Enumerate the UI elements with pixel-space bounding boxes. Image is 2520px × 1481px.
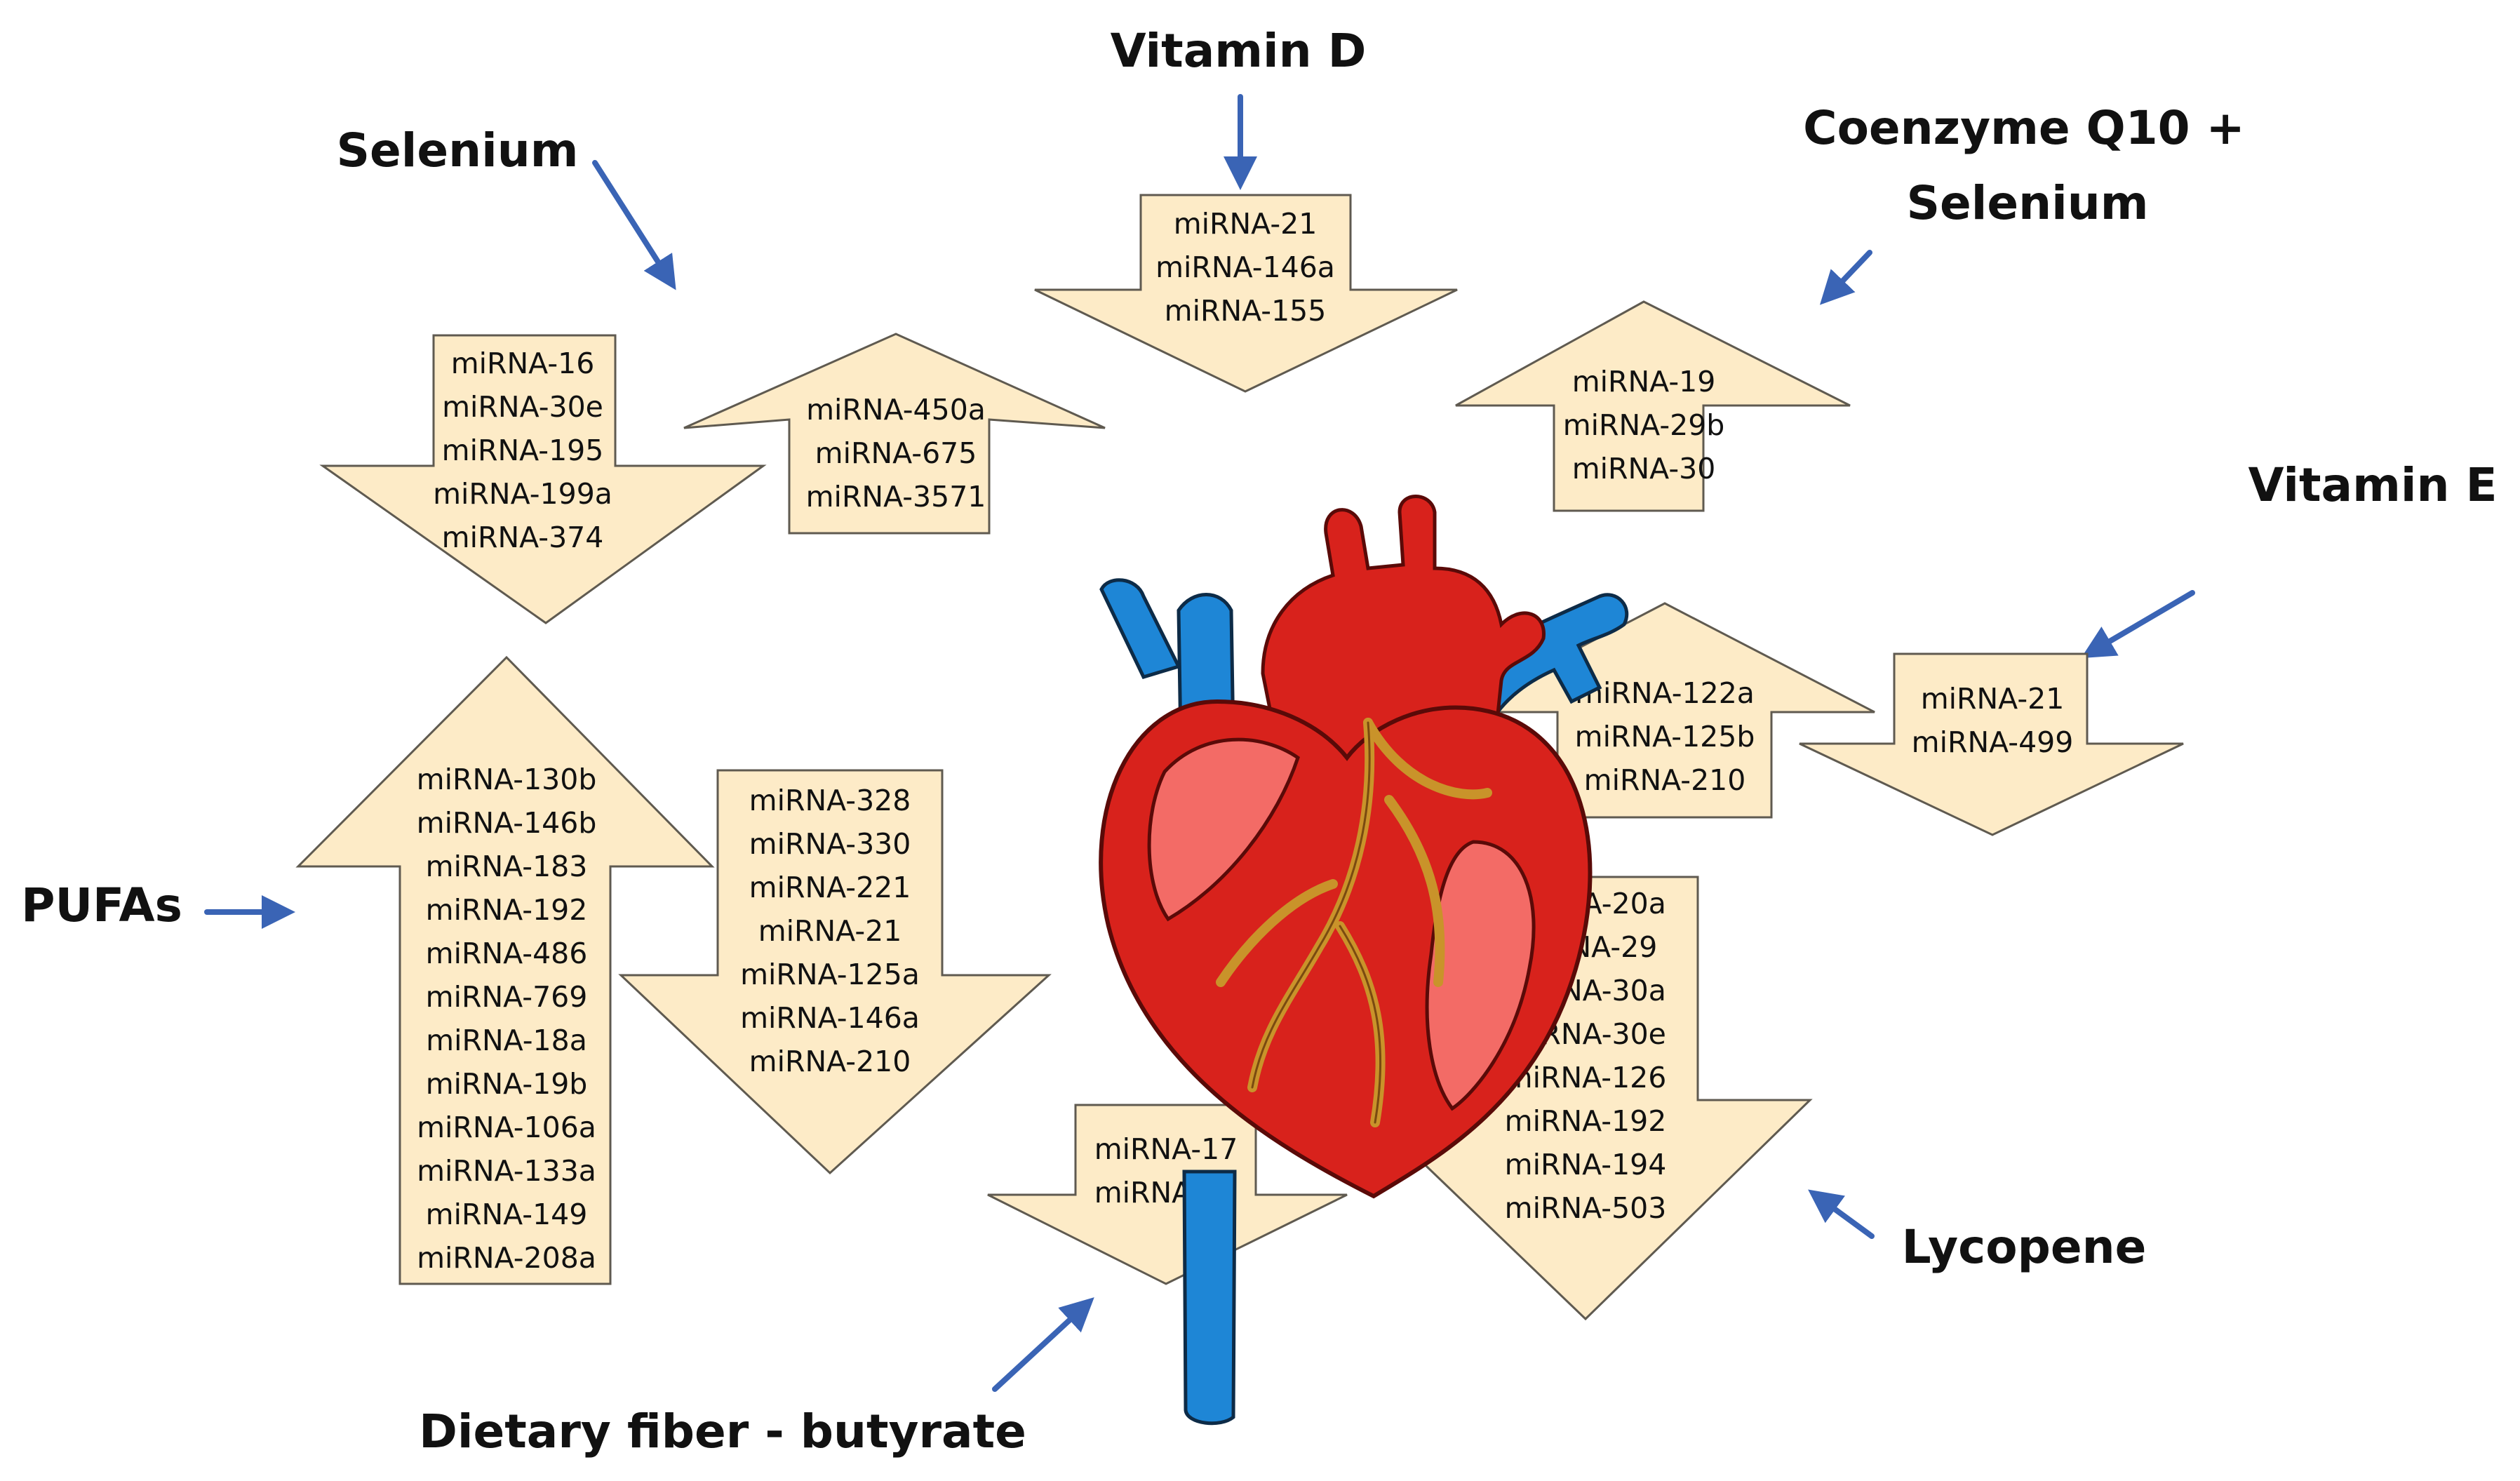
mirna-label: miRNA-192 [1505, 1104, 1667, 1138]
mirna-label: miRNA-503 [1505, 1191, 1667, 1225]
mirna-label: miRNA-199a [433, 477, 612, 511]
mirna-label: miRNA-149 [426, 1198, 588, 1231]
mirna-label: miRNA-30 [1572, 452, 1716, 485]
label-dietary-fiber: Dietary fiber - butyrate [419, 1405, 1026, 1459]
mirna-label: miRNA-21 [1921, 682, 2065, 716]
arrow-vite-down-down-shape [1799, 652, 2184, 836]
pointer-coq10 [1819, 250, 1872, 305]
mirna-label: miRNA-146a [1155, 250, 1335, 284]
mirna-label: miRNA-19b [426, 1067, 588, 1101]
mirna-label: miRNA-208a [417, 1241, 596, 1275]
arrow-vite-down: miRNA-21 miRNA-499 [1799, 652, 2184, 836]
label-coq10-line2: Selenium [1906, 176, 2148, 230]
arrow-pufa-up: miRNA-130b miRNA-146b miRNA-183 miRNA-192 mi… [295, 655, 715, 1285]
label-lycopene: Lycopene [1902, 1220, 2147, 1274]
label-vitamin-e: Vitamin E [2248, 458, 2497, 512]
mirna-label: miRNA-16 [451, 347, 595, 380]
heart-vena-cava-lower [1182, 1170, 1237, 1426]
arrow-pufa-down: miRNA-328 miRNA-330 miRNA-221 miRNA-21 miRNA… [618, 769, 1052, 1175]
mirna-label: miRNA-194 [1505, 1148, 1667, 1181]
pointer-arrows [204, 94, 2195, 1392]
heart-atrium-highlight [1147, 737, 1300, 922]
mirna-label: miRNA-183 [426, 850, 588, 883]
mirna-label: miRNA-21 [758, 914, 902, 948]
mirna-label: miRNA-18a [426, 1024, 587, 1057]
arrow-pufa-down-down-shape [618, 769, 1052, 1175]
mirna-label: miRNA-328 [749, 784, 911, 817]
mirna-label: miRNA-450a [806, 393, 986, 427]
mirna-label: miRNA-675 [815, 436, 977, 470]
mirna-label: miRNA-486 [426, 937, 588, 970]
mirna-label: miRNA-130b [417, 763, 597, 796]
arrow-sel-up: miRNA-450a miRNA-675 miRNA-3571 [683, 333, 1106, 535]
mirna-label: miRNA-210 [1584, 763, 1746, 797]
mirna-label: miRNA-192 [426, 893, 588, 927]
heart-icon [1099, 495, 1629, 1426]
pointer-dietary-fiber [992, 1297, 1094, 1392]
mirna-label: miRNA-146b [417, 806, 597, 840]
mirna-label: miRNA-106a [417, 1111, 596, 1144]
arrow-vitd: miRNA-21 miRNA-146a miRNA-155 [1034, 194, 1458, 393]
mirna-label: miRNA-146a [740, 1001, 920, 1035]
arrow-pufa-up-up-shape [295, 655, 715, 1285]
label-coq10-line1: Coenzyme Q10 + [1803, 101, 2245, 155]
arrow-sel-down: miRNA-16 miRNA-30e miRNA-195 miRNA-199a miRN… [319, 334, 767, 624]
pointer-selenium [592, 160, 676, 290]
mirna-label: miRNA-30e [442, 390, 603, 424]
label-selenium: Selenium [336, 123, 578, 177]
mirna-label: miRNA-125a [740, 958, 920, 991]
mirna-label: miRNA-3571 [806, 480, 986, 514]
mirna-label: miRNA-125b [1575, 720, 1755, 753]
heart-pulmonary-branch [1099, 578, 1181, 680]
arrow-vitd-down-shape [1034, 194, 1458, 393]
mirna-label: miRNA-155 [1165, 294, 1327, 328]
mirna-label: miRNA-210 [749, 1045, 911, 1078]
label-pufas: PUFAs [21, 878, 182, 932]
mirna-label: miRNA-29b [1563, 408, 1725, 442]
pointer-lycopene [1808, 1189, 1875, 1239]
mirna-label: miRNA-769 [426, 980, 588, 1014]
mirna-label: miRNA-374 [442, 521, 604, 554]
mirna-label: miRNA-133a [417, 1154, 596, 1188]
pointer-vitamin-e [2081, 590, 2195, 659]
mirna-label: miRNA-21 [1174, 207, 1318, 241]
mirna-label: miRNA-330 [749, 827, 911, 861]
arrow-sel-up-up-shape [683, 333, 1106, 535]
label-vitamin-d: Vitamin D [1111, 24, 1367, 78]
mirna-label: miRNA-122a [1575, 676, 1755, 710]
mirna-label: miRNA-17 [1094, 1132, 1238, 1166]
mirna-label: miRNA-499 [1912, 725, 2074, 759]
arrow-coq10: miRNA-19 miRNA-29b miRNA-30 [1455, 300, 1851, 512]
arrow-coq10-up-shape [1455, 300, 1851, 512]
mirna-label: miRNA-19 [1572, 365, 1716, 398]
arrow-sel-down-down-shape [319, 334, 767, 624]
mirna-label: miRNA-195 [442, 434, 604, 467]
mirna-label: miRNA-221 [749, 871, 911, 904]
